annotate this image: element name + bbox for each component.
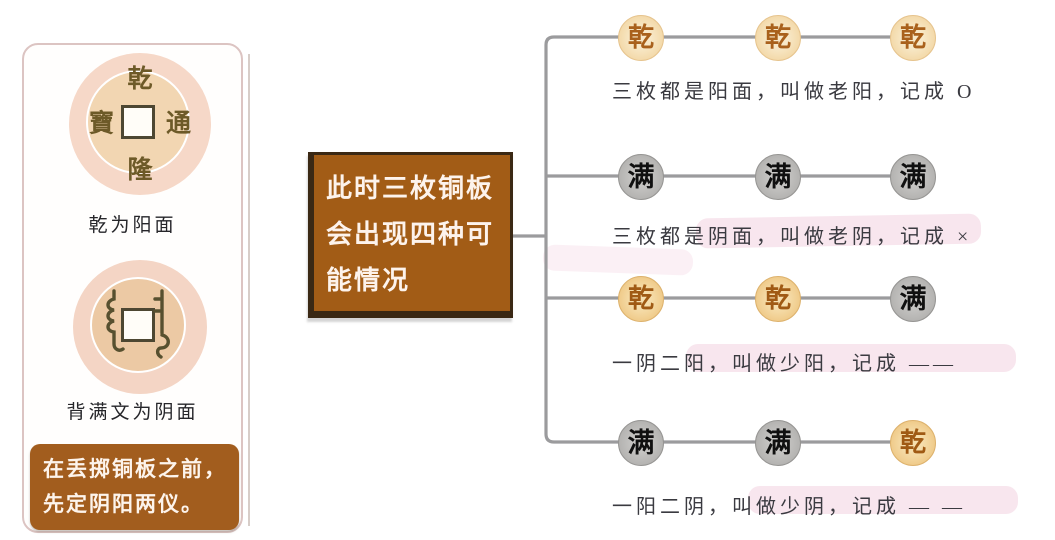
branch-1-label: 三枚都是阳面，叫做老阳，记成 O xyxy=(612,81,976,103)
manchu-script-icon xyxy=(106,289,170,359)
inscription-bottom: 隆 xyxy=(127,157,153,184)
center-line-2: 会出现四种可 xyxy=(326,219,495,249)
coin-man: 满 xyxy=(618,420,664,466)
coin-qian: 乾 xyxy=(755,276,801,322)
coin-man: 满 xyxy=(890,276,936,322)
inscription-left: 寶 xyxy=(89,110,115,138)
yang-coin-image: 乾 隆 寶 通 xyxy=(69,53,211,195)
yin-coin-inner-disc xyxy=(90,277,186,373)
yin-coin-caption: 背满文为阴面 xyxy=(66,402,199,423)
manchu-script-left-icon xyxy=(106,289,125,352)
coin-qian: 乾 xyxy=(618,15,664,61)
manchu-script-right-icon xyxy=(153,289,170,359)
coin-man: 满 xyxy=(755,154,801,200)
coin-qian: 乾 xyxy=(890,420,936,466)
yang-coin-inner-disc xyxy=(86,70,190,174)
branch-2-label: 三枚都是阴面，叫做老阴，记成 × xyxy=(612,226,973,248)
yang-coin-caption: 乾为阳面 xyxy=(88,215,177,236)
note-line-1: 在丢掷铜板之前， xyxy=(43,458,227,481)
coin-man: 满 xyxy=(890,154,936,200)
coin-square-hole xyxy=(121,308,155,342)
scan-artifact-line xyxy=(248,54,250,526)
coin-qian: 乾 xyxy=(618,276,664,322)
note-line-2: 先定阴阳两仪。 xyxy=(43,493,204,516)
coin-man: 满 xyxy=(755,420,801,466)
coin-square-hole xyxy=(121,105,155,139)
branch-4-label: 一阳二阴，叫做少阴，记成 — — xyxy=(612,496,966,518)
coin-qian: 乾 xyxy=(755,15,801,61)
coin-legend-card: 乾 隆 寶 通 乾为阳面 背满文为阴面 在丢掷铜板之前， 先定阴阳两仪。 xyxy=(22,43,243,533)
note-box: 在丢掷铜板之前， 先定阴阳两仪。 xyxy=(30,444,239,530)
inscription-top: 乾 xyxy=(127,66,153,93)
highlight-mark xyxy=(748,486,1018,514)
branch-3-label: 一阴二阳，叫做少阳，记成 —— xyxy=(612,353,957,375)
coin-man: 满 xyxy=(618,154,664,200)
coin-qian: 乾 xyxy=(890,15,936,61)
highlight-mark xyxy=(542,244,694,276)
yin-coin-image xyxy=(73,260,207,394)
inscription-right: 通 xyxy=(165,110,191,138)
center-line-1: 此时三枚铜板 xyxy=(326,173,495,203)
center-line-3: 能情况 xyxy=(326,265,411,295)
center-statement-box: 此时三枚铜板 会出现四种可 能情况 xyxy=(308,152,513,318)
